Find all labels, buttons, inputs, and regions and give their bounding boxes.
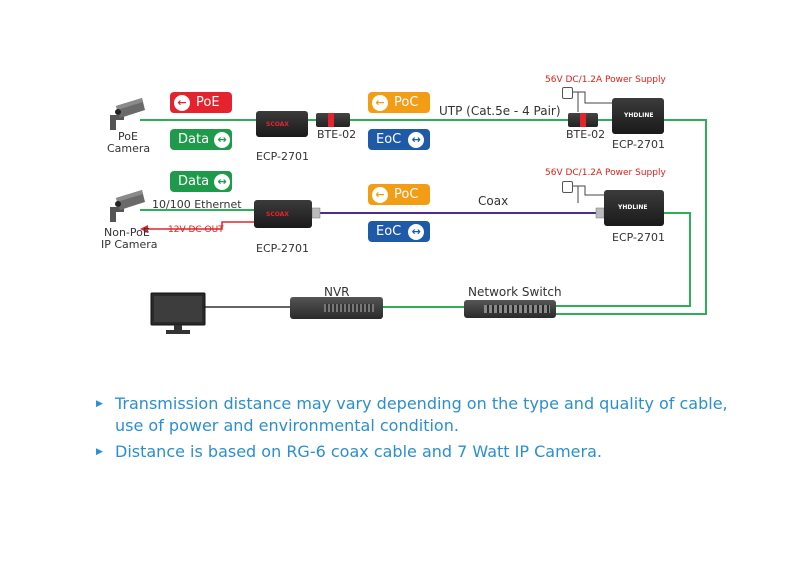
nvr-device xyxy=(290,297,383,319)
dc-out-line xyxy=(146,221,254,230)
ecp-2701-label-3: ECP-2701 xyxy=(256,242,309,255)
left-arrow-icon: ← xyxy=(174,94,190,111)
uplink-line-1 xyxy=(556,119,707,315)
ecp-2701-label-2: ECP-2701 xyxy=(612,138,665,151)
nonpoe-camera-icon xyxy=(110,190,145,222)
network-switch-device xyxy=(464,300,556,318)
bullet-arrow-icon: ▶ xyxy=(96,447,103,457)
coax-label: Coax xyxy=(478,194,509,208)
nonpoe-camera-label-1: Non-PoE xyxy=(104,226,150,239)
bte-02-label-1: BTE-02 xyxy=(317,128,357,141)
poe-camera-icon xyxy=(110,98,145,130)
monitor-icon xyxy=(150,292,206,334)
left-arrow-icon: ← xyxy=(372,186,388,203)
ecp-2701-device-1: SCOAX xyxy=(256,111,308,137)
ecp-2701-label-1: ECP-2701 xyxy=(256,150,309,163)
data-pill-2: Data ↔ xyxy=(170,171,232,192)
left-right-arrow-icon: ↔ xyxy=(408,223,425,240)
device-logo: YHDLINE xyxy=(618,204,648,211)
poc-pill-2: ← PoC xyxy=(368,184,430,205)
dc-out-label: 12V DC OUT xyxy=(168,225,224,235)
device-logo: SCOAX xyxy=(266,211,289,218)
coax-connector-right xyxy=(595,207,605,219)
bte-02-stripe xyxy=(328,113,334,127)
poc-pill-1: ← PoC xyxy=(368,92,430,113)
switch-ports xyxy=(484,305,550,313)
left-right-arrow-icon: ↔ xyxy=(214,131,231,148)
ecp-2701-device-3: SCOAX xyxy=(254,200,312,228)
ecp-2701-label-4: ECP-2701 xyxy=(612,231,665,244)
power-supply-label-1: 56V DC/1.2A Power Supply xyxy=(545,75,666,85)
nvr-panel xyxy=(324,304,374,312)
left-arrow-icon: ← xyxy=(372,94,388,111)
network-switch-label: Network Switch xyxy=(468,285,562,299)
nonpoe-camera-label-2: IP Camera xyxy=(101,238,158,251)
power-plug-icon xyxy=(562,87,573,99)
power-supply-label-2: 56V DC/1.2A Power Supply xyxy=(545,168,666,178)
device-logo: YHDLINE xyxy=(624,112,654,119)
utp-label: UTP (Cat.5e - 4 Pair) xyxy=(439,104,561,118)
coax-connector-left xyxy=(311,207,321,219)
poe-pill: ← PoE xyxy=(170,92,232,113)
nvr-label: NVR xyxy=(324,285,350,299)
bte-02-device-2 xyxy=(568,113,598,127)
power-plug-icon xyxy=(562,181,573,193)
ecp-2701-device-4: YHDLINE xyxy=(604,190,664,226)
bte-02-label-2: BTE-02 xyxy=(566,128,606,141)
bte-02-device-1 xyxy=(316,113,350,127)
note-2-line-1: Distance is based on RG-6 coax cable and… xyxy=(115,442,602,461)
data-pill-1: Data ↔ xyxy=(170,129,232,150)
uplink-line-2 xyxy=(556,212,691,307)
poe-camera-label-1: PoE xyxy=(118,130,138,143)
left-right-arrow-icon: ↔ xyxy=(408,131,425,148)
bullet-arrow-icon: ▶ xyxy=(96,399,103,409)
bte-02-stripe xyxy=(580,113,586,127)
left-right-arrow-icon: ↔ xyxy=(214,173,231,190)
note-1-line-2: use of power and environmental condition… xyxy=(115,416,459,435)
dc-out-arrow xyxy=(140,225,148,233)
device-logo: SCOAX xyxy=(266,121,289,128)
poe-camera-label-2: Camera xyxy=(107,142,151,155)
ecp-2701-device-2: YHDLINE xyxy=(612,98,664,134)
note-1-line-1: Transmission distance may vary depending… xyxy=(115,394,728,413)
ethernet-label: 10/100 Ethernet xyxy=(152,198,242,211)
eoc-pill-1: EoC ↔ xyxy=(368,129,430,150)
eoc-pill-2: EoC ↔ xyxy=(368,221,430,242)
